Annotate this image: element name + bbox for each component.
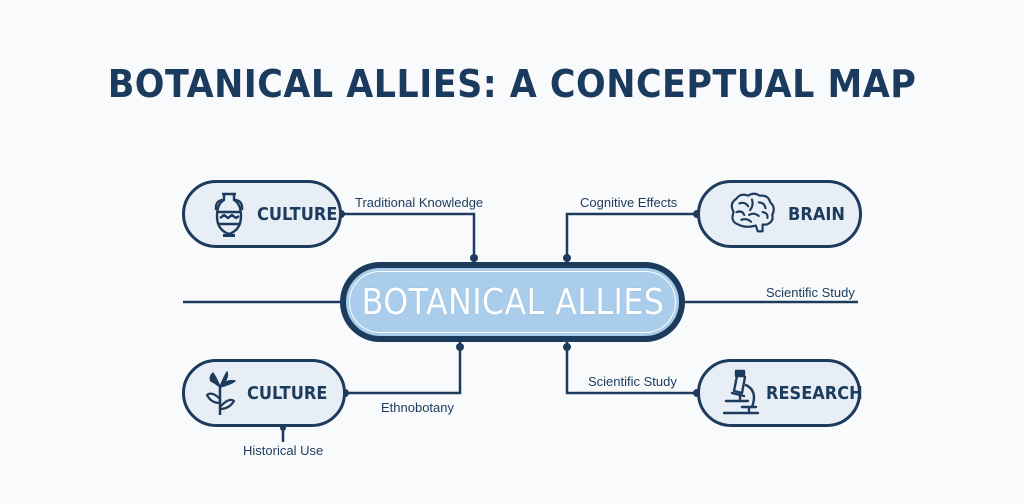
- connector-brain: [565, 212, 697, 262]
- connector-research: [565, 342, 697, 395]
- node-label: CULTURE: [247, 382, 328, 404]
- amphora-icon: [214, 192, 244, 237]
- edge-label-traditional-knowledge: Traditional Knowledge: [355, 195, 484, 210]
- node-label: CULTURE: [257, 203, 338, 225]
- node-brain[interactable]: BRAIN: [697, 180, 862, 248]
- center-node-label: BOTANICAL ALLIES: [361, 281, 664, 323]
- edge-label-scientific-study-right: Scientific Study: [766, 285, 855, 300]
- plant-icon: [205, 371, 236, 415]
- edge-label-historical-use: Historical Use: [243, 443, 324, 458]
- joint-dot: [470, 254, 478, 262]
- microscope-icon: [722, 369, 760, 415]
- node-culture-bottom[interactable]: CULTURE: [182, 359, 346, 427]
- joint-dot: [456, 343, 464, 351]
- node-label: BRAIN: [788, 203, 845, 225]
- joint-dot: [563, 254, 571, 262]
- brain-icon: [730, 192, 775, 233]
- node-research[interactable]: RESEARCH: [697, 359, 863, 427]
- joint-dot: [563, 343, 571, 351]
- edge-label-ethnobotany: Ethnobotany: [381, 400, 455, 415]
- edge-label-cognitive-effects: Cognitive Effects: [580, 195, 678, 210]
- node-culture-top[interactable]: CULTURE: [182, 180, 342, 248]
- page-title: BOTANICAL ALLIES: A CONCEPTUAL MAP: [107, 62, 917, 106]
- center-node[interactable]: BOTANICAL ALLIES: [340, 262, 685, 342]
- connector-culture-bottom: [345, 342, 462, 395]
- node-label: RESEARCH: [766, 382, 863, 404]
- connector-culture-top: [341, 212, 476, 262]
- edge-label-scientific-study-bottom: Scientific Study: [588, 374, 677, 389]
